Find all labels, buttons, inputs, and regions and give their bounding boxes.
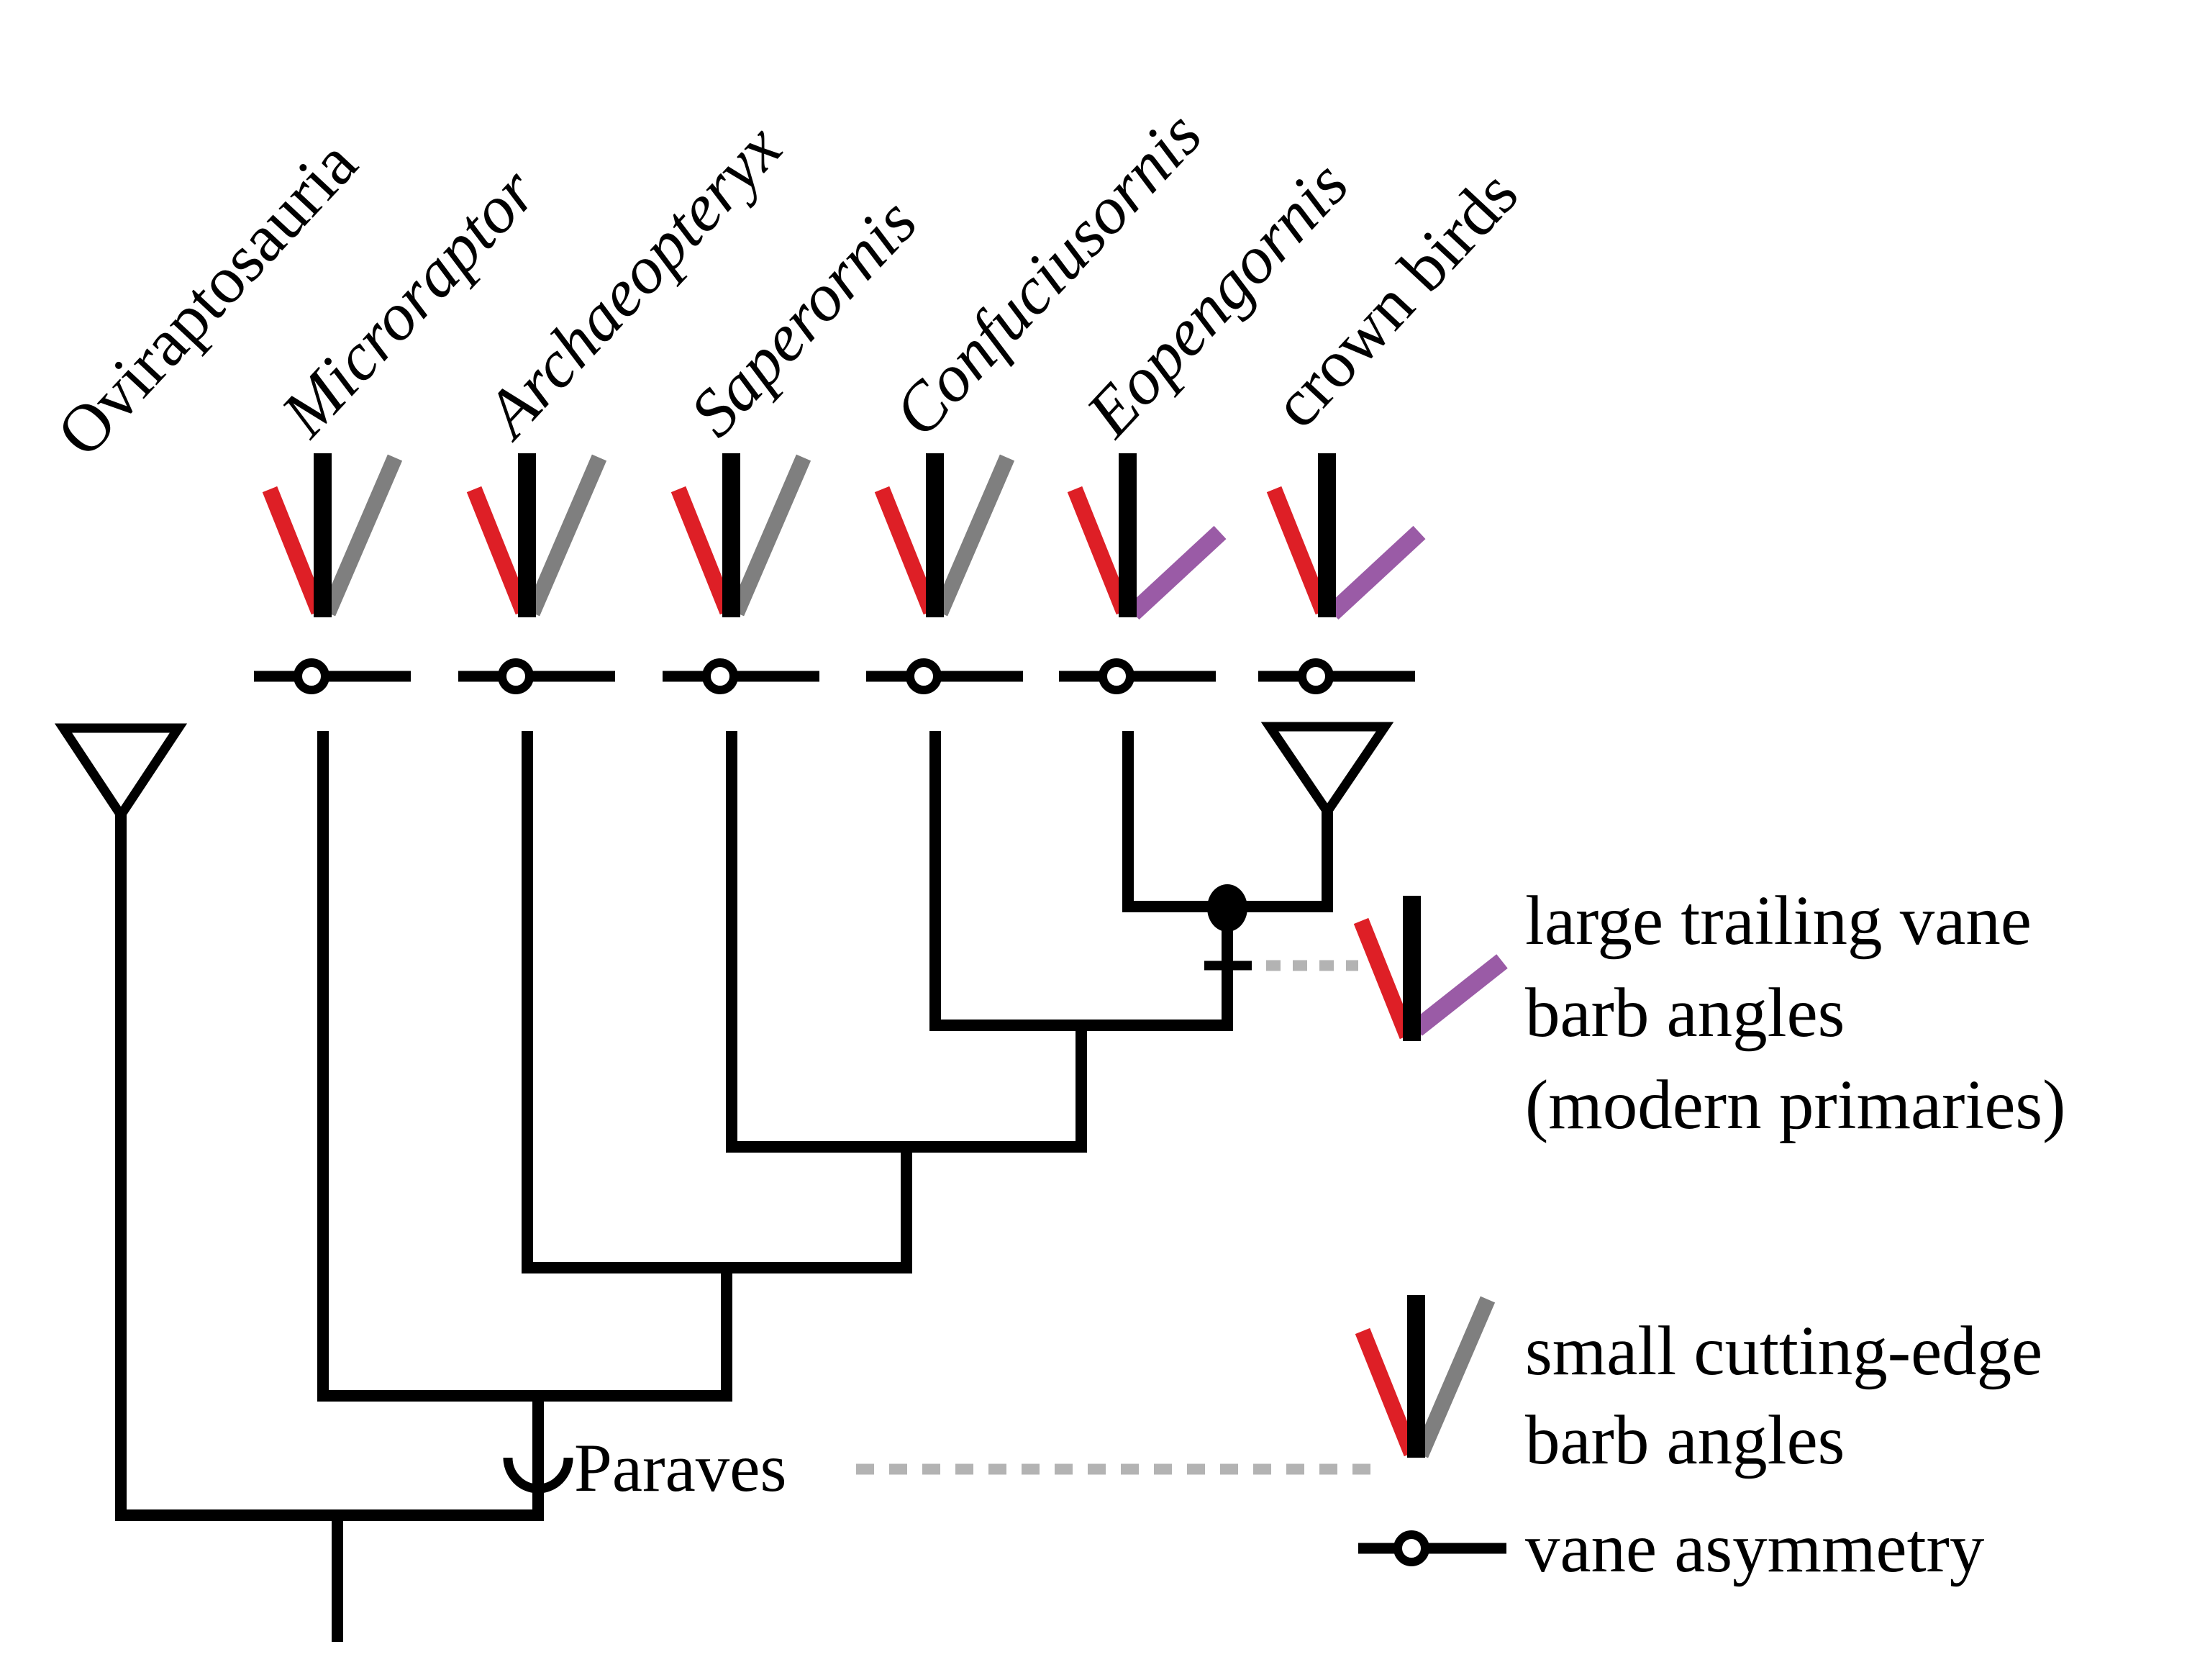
paraves-bracket-icon (503, 1457, 573, 1494)
clade-label-paraves: Paraves (574, 1430, 786, 1506)
leading-barb-red-icon (466, 486, 531, 615)
vane-asymmetry-glyph-archaeopteryx (458, 658, 615, 694)
annotations: Paraves (574, 960, 1380, 1506)
legend-text-large-trailing-2: barb angles (1525, 974, 1845, 1051)
legend-text-vane-asymmetry: vane asymmetry (1525, 1509, 1985, 1586)
asym-circle-icon (1393, 1530, 1429, 1566)
asym-circle-icon (702, 658, 738, 694)
legend-text-large-trailing-1: large trailing vane (1525, 882, 2032, 959)
vane-asymmetry-glyph-confuciusornis (866, 658, 1023, 694)
rachis-shaft-icon (1119, 453, 1137, 617)
feather-archaeopteryx (466, 453, 607, 617)
asym-circle-icon (498, 658, 534, 694)
tree (54, 722, 1394, 1642)
vane-asymmetry-glyph-saperornis (663, 658, 819, 694)
asym-circle-icon (1099, 658, 1134, 694)
feather-confuciusornis (874, 453, 1015, 617)
trailing-barb-purple-icon (1326, 525, 1426, 620)
vane-asymmetry-glyph-crown-birds (1258, 658, 1415, 694)
vane-asymmetry-glyph-eopengornis (1059, 658, 1216, 694)
feather-glyphs (262, 453, 1426, 620)
leading-barb-red-icon (1266, 486, 1331, 615)
leading-barb-red-icon (670, 486, 735, 615)
feather-microraptor (262, 453, 403, 617)
vane-asymmetry-row (254, 658, 1415, 694)
rachis-shaft-icon (926, 453, 944, 617)
taxa-labels: Oviraptosauria Microraptor Archaeopteryx… (42, 97, 1532, 471)
trailing-barb-purple-icon (1127, 525, 1227, 620)
trailing-barb-gray-icon (932, 454, 1015, 617)
leading-barb-red-icon (1353, 917, 1415, 1040)
rachis-shaft-icon (722, 453, 740, 617)
leading-barb-red-icon (874, 486, 939, 615)
legend-vane-asymmetry-glyph (1358, 1530, 1506, 1566)
rachis-shaft-icon (1407, 1295, 1425, 1458)
rachis-shaft-icon (1318, 453, 1336, 617)
leading-barb-red-icon (262, 486, 327, 615)
trailing-barb-gray-icon (524, 454, 607, 617)
leading-barb-red-icon (1355, 1327, 1419, 1457)
trailing-barb-gray-icon (1413, 1296, 1496, 1458)
leading-barb-red-icon (1067, 486, 1132, 615)
rachis-shaft-icon (1403, 896, 1421, 1041)
trailing-barb-purple-icon (1411, 954, 1508, 1036)
asym-circle-icon (1298, 658, 1334, 694)
asym-circle-icon (294, 658, 329, 694)
rachis-shaft-icon (518, 453, 536, 617)
feather-eopengornis (1067, 453, 1227, 620)
legend-text-small-cutting-2: barb angles (1525, 1402, 1845, 1479)
legend-feather-modern-primary (1353, 896, 1508, 1041)
legend-feather-cutting-edge (1355, 1295, 1496, 1458)
collapsed-clade-triangle-crown-birds (1260, 722, 1394, 820)
filled-node-dot-icon (1207, 884, 1247, 932)
trailing-barb-gray-icon (320, 454, 403, 617)
legend: large trailing vane barb angles (modern … (1353, 882, 2065, 1586)
trailing-barb-gray-icon (729, 454, 811, 617)
rachis-shaft-icon (314, 453, 332, 617)
collapsed-clade-triangle-oviraptosauria (54, 723, 188, 824)
legend-text-large-trailing-3: (modern primaries) (1525, 1066, 2065, 1143)
feather-crown-birds (1266, 453, 1426, 620)
asym-circle-icon (906, 658, 942, 694)
vane-asymmetry-glyph-microraptor (254, 658, 411, 694)
legend-text-small-cutting-1: small cutting-edge (1525, 1312, 2042, 1389)
feather-saperornis (670, 453, 811, 617)
